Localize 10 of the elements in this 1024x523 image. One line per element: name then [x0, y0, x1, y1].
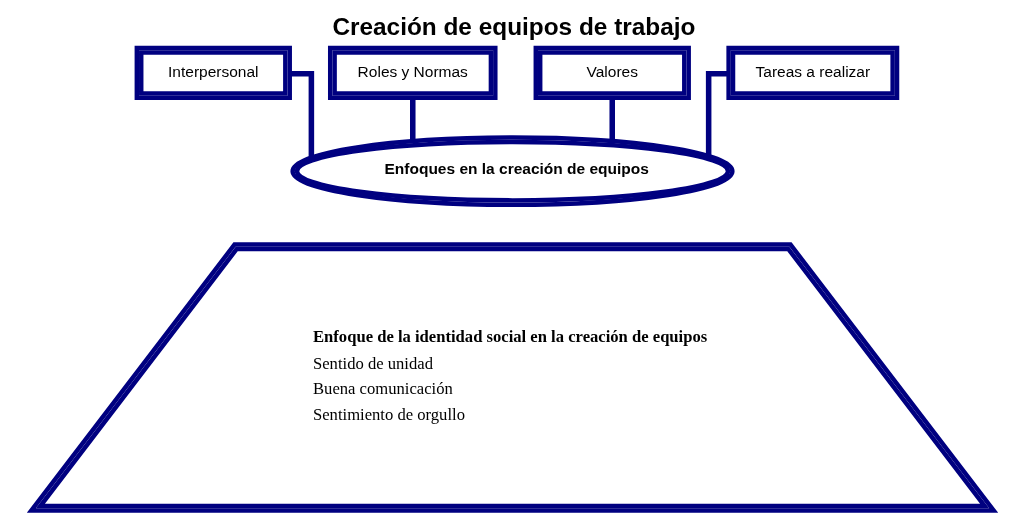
node-box: Roles y Normas [327, 45, 498, 101]
diagram-title: Creación de equipos de trabajo [331, 13, 695, 41]
connector [705, 71, 728, 156]
node-box: Tareas a realizar [725, 45, 899, 101]
node-box: Valores [533, 45, 691, 101]
connector [409, 98, 416, 142]
node-ellipse: Enfoques en la creación de equipos [289, 135, 735, 207]
node-box: Interpersonal [134, 45, 292, 101]
connector [289, 71, 314, 158]
connector [608, 98, 615, 142]
